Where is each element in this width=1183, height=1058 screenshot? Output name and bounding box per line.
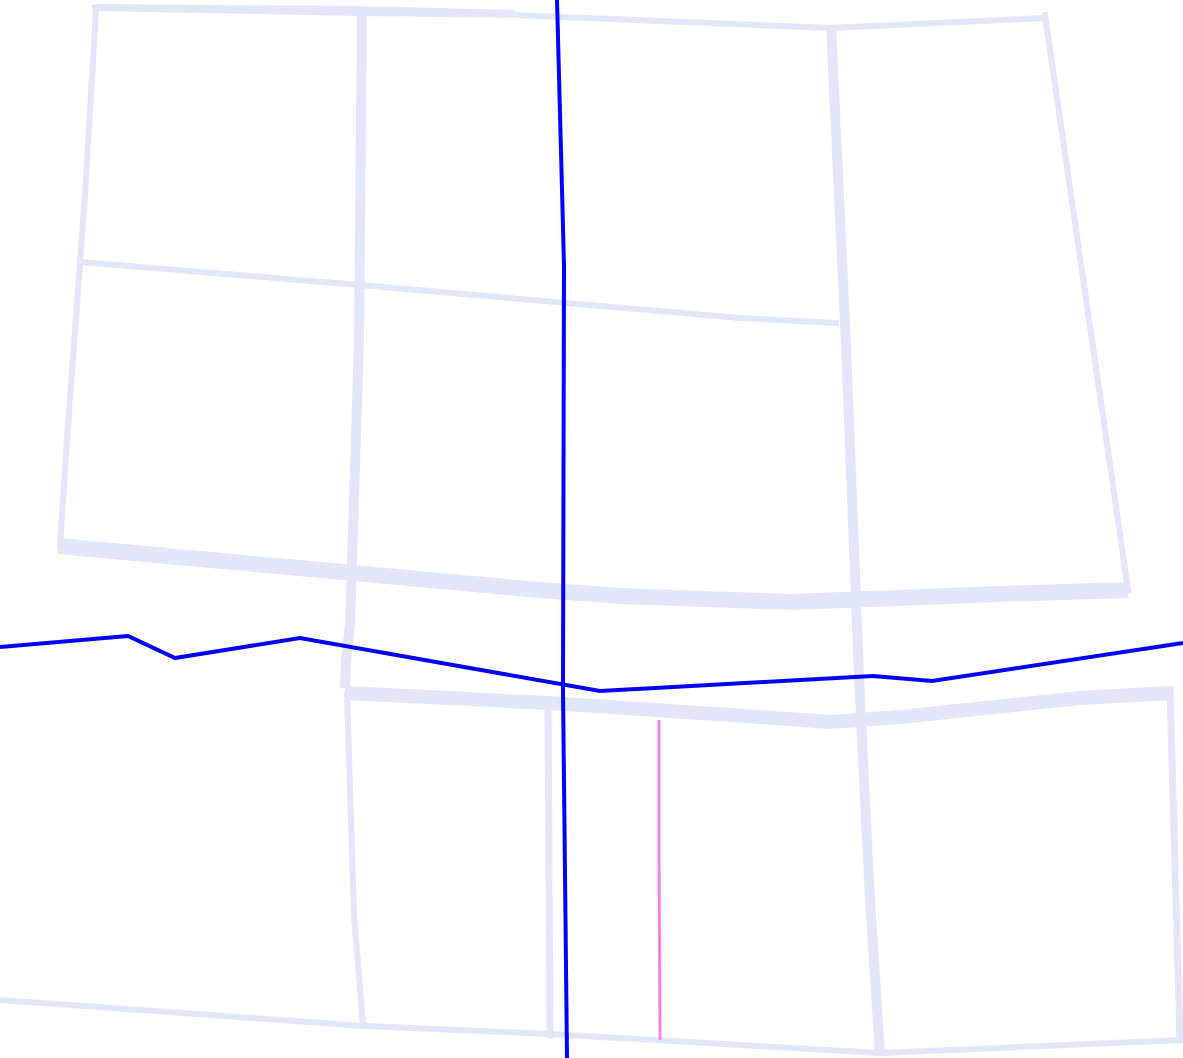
street-segment <box>0 996 1183 1056</box>
secondary-route <box>657 720 662 1041</box>
secondary-route-line <box>657 720 662 1041</box>
primary-route-horizontal <box>0 633 1183 694</box>
street-segment <box>56 6 100 549</box>
street-network <box>0 4 1183 1056</box>
primary-route-vertical <box>555 0 569 1058</box>
street-segment <box>76 258 840 327</box>
street-segment <box>1166 686 1183 1044</box>
street-segment <box>340 9 367 689</box>
street-segment <box>343 691 367 1029</box>
street-segment <box>57 538 1129 611</box>
street-segment <box>344 686 1171 730</box>
street-segment <box>544 701 554 1039</box>
street-segment <box>1041 11 1132 594</box>
street-segment <box>826 24 885 1056</box>
street-segment <box>91 4 1049 31</box>
street-segment <box>94 4 516 14</box>
